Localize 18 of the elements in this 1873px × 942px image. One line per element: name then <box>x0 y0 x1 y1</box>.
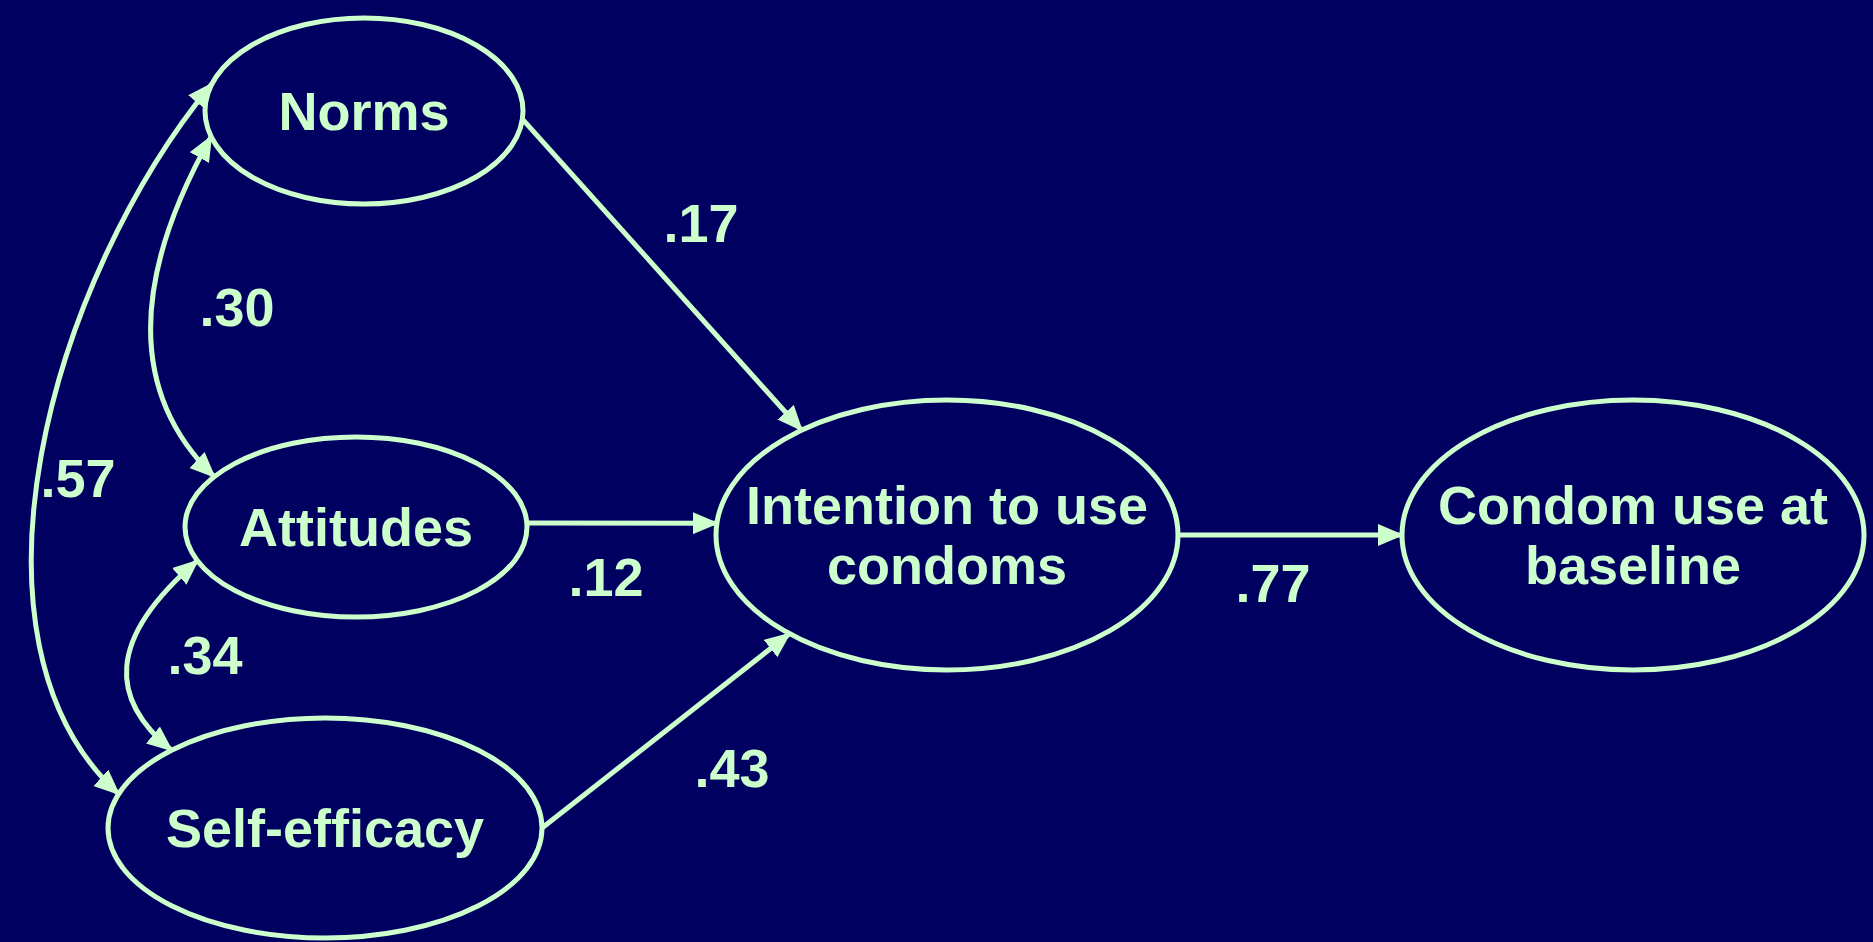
edge-label: .57 <box>40 451 116 505</box>
ellipse-node <box>185 437 527 617</box>
edge-label: .77 <box>1235 556 1311 610</box>
node-label: Attitudes <box>239 496 473 558</box>
ellipse-node <box>108 718 542 938</box>
edge-label: .30 <box>199 280 275 334</box>
node-label: Norms <box>278 80 450 142</box>
edge-label: .43 <box>694 741 770 795</box>
ellipse-node <box>1402 400 1864 670</box>
edge-label: .34 <box>167 628 243 682</box>
ellipse-node <box>716 400 1178 670</box>
node-label: Condom use at baseline <box>1437 474 1829 596</box>
node-label: Intention to use condoms <box>746 474 1148 596</box>
node-label: Self-efficacy <box>165 797 485 859</box>
edge-label: .12 <box>568 550 644 604</box>
edge-label: .17 <box>663 196 739 250</box>
ellipse-node <box>205 18 523 204</box>
arrow <box>148 134 217 479</box>
